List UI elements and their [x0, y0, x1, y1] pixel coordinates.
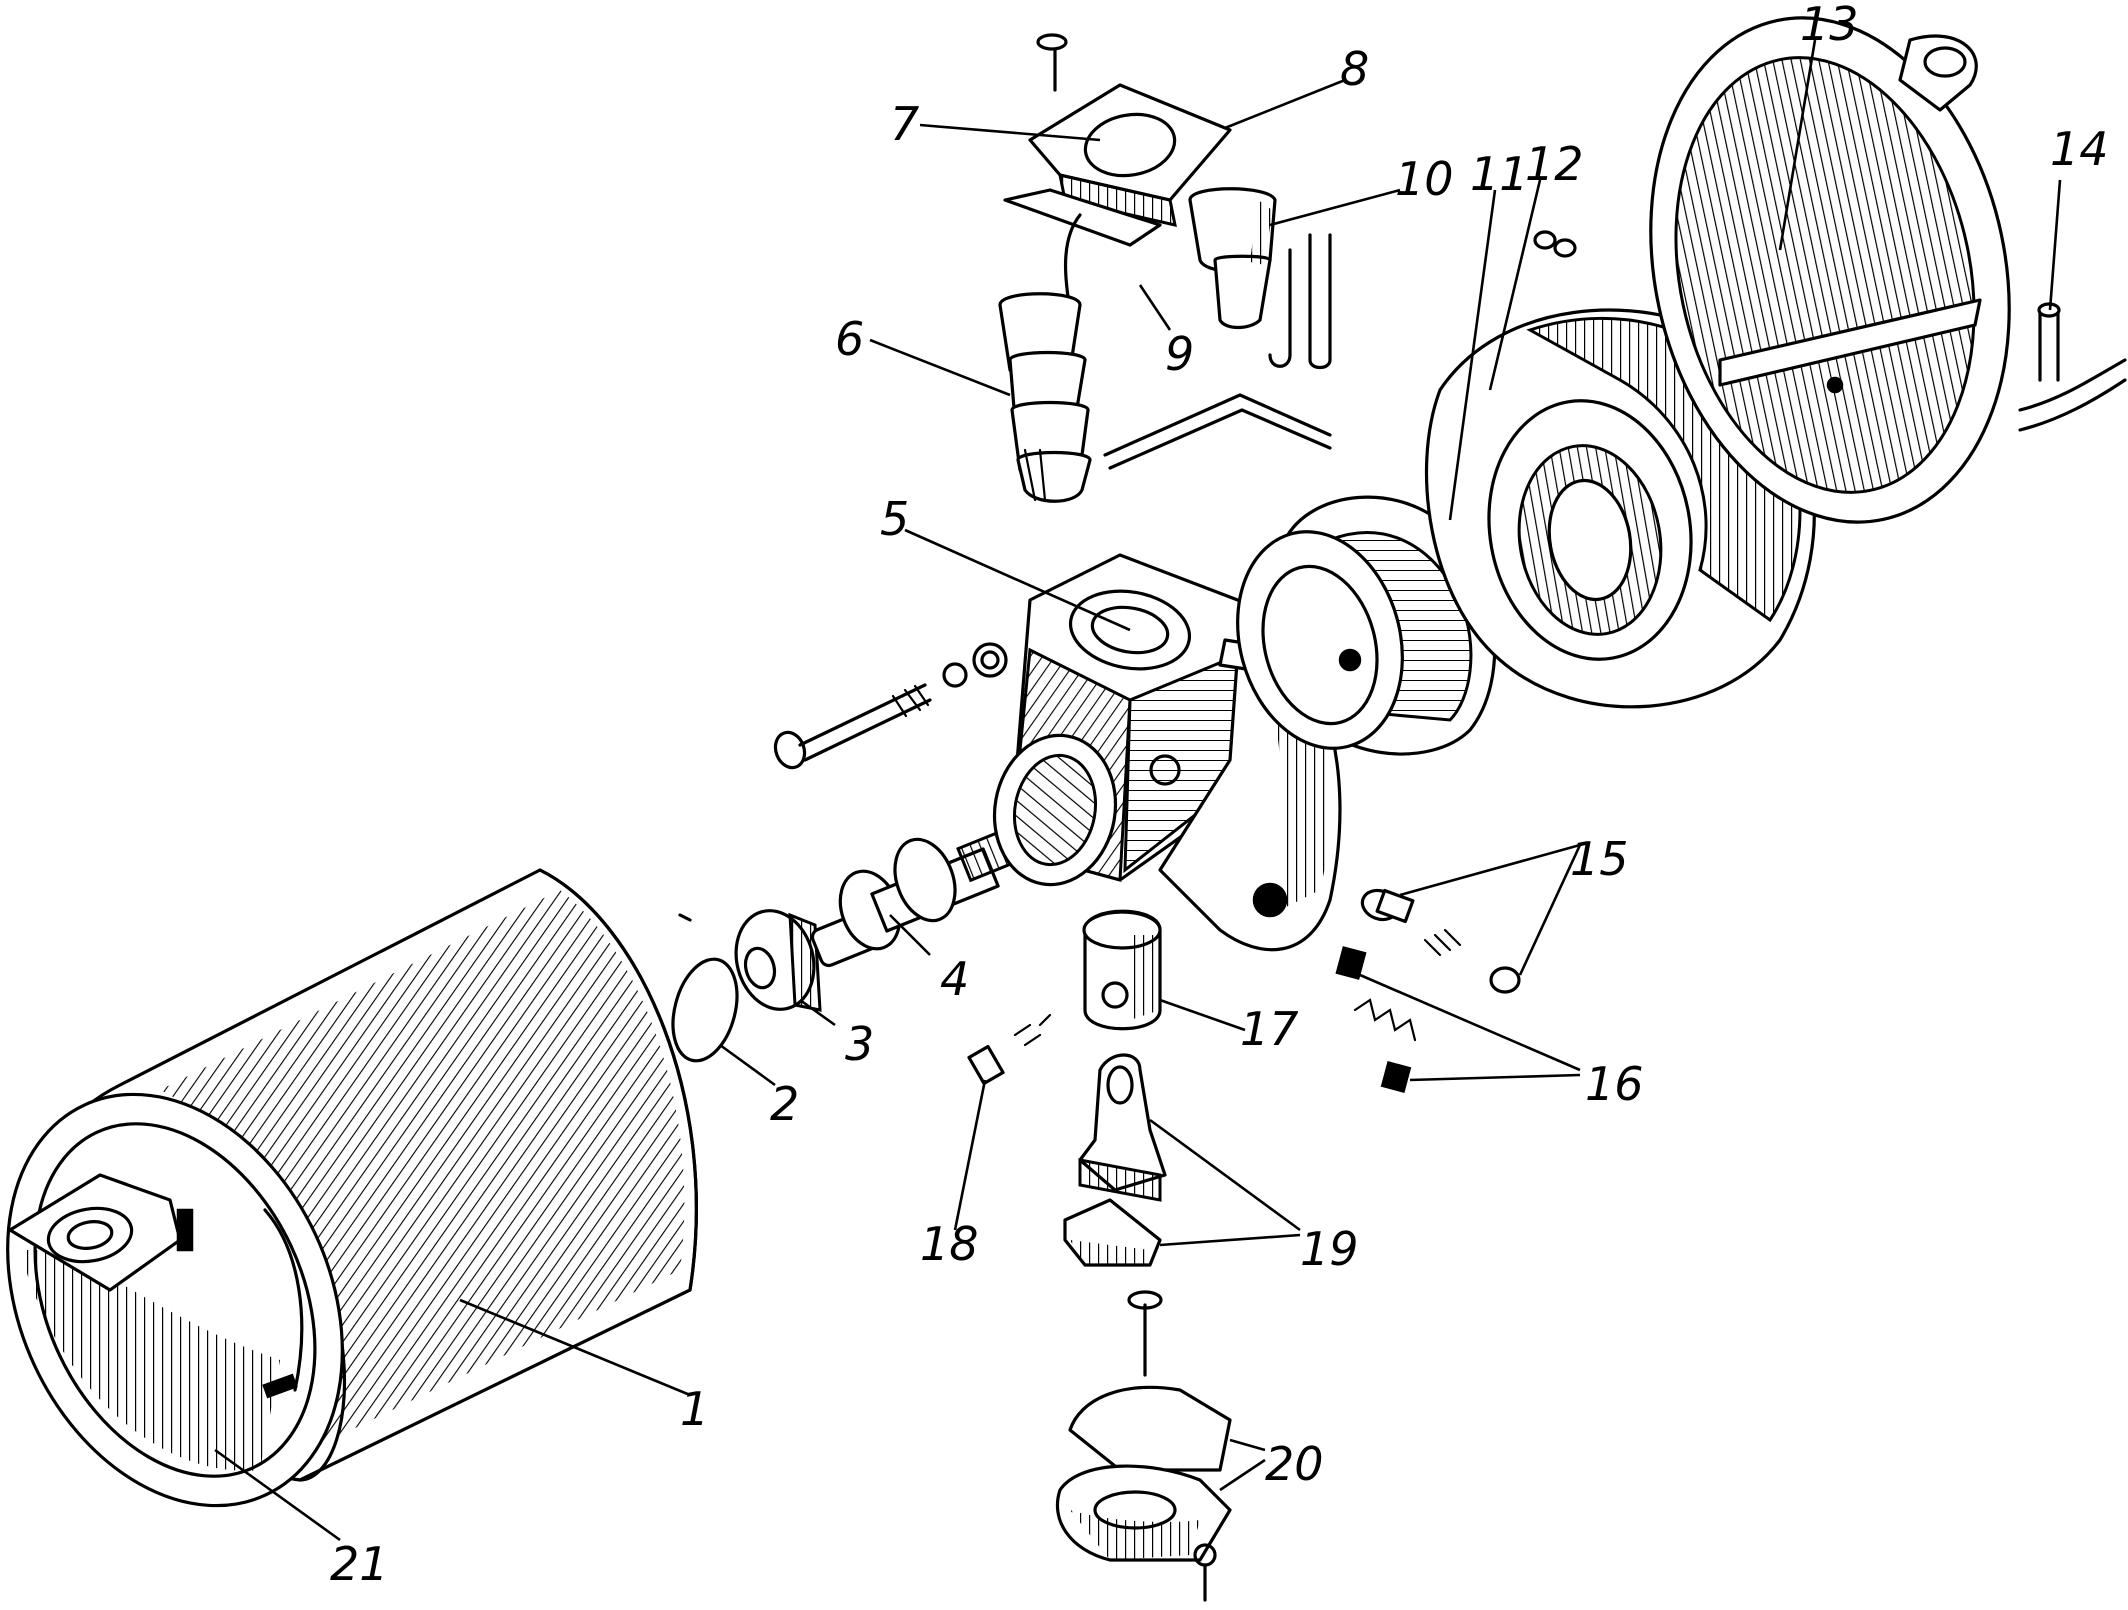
- leader-1: [459, 1298, 691, 1397]
- leader-8: [1224, 78, 1346, 130]
- callout-13: 13: [1800, 0, 1859, 51]
- callout-17: 17: [1240, 1002, 1299, 1056]
- leader-7: [919, 123, 1101, 142]
- callout-19: 19: [1300, 1222, 1359, 1276]
- callout-3: 3: [845, 1017, 874, 1071]
- callout-14: 14: [2050, 122, 2109, 176]
- snap-ring-part: [671, 913, 739, 1063]
- spring-pin-part: [967, 1013, 1052, 1086]
- leader-16a: [1359, 973, 1581, 1072]
- key-rod-part: [1103, 393, 1332, 470]
- leader-13: [1778, 39, 1817, 251]
- plunger-part: [1082, 909, 1162, 1031]
- small-screw-part: [1360, 888, 1521, 994]
- leader-20b: [1219, 1458, 1266, 1492]
- terminal-block-part: [1003, 33, 1232, 247]
- leader-19a: [1149, 1118, 1301, 1232]
- leader-19b: [1159, 1233, 1301, 1247]
- callout-16: 16: [1585, 1057, 1644, 1111]
- contact-piece-part: [1063, 1053, 1167, 1267]
- leader-15a: [1399, 843, 1581, 897]
- leader-6: [869, 338, 1011, 397]
- insulator-cap-right: [1188, 187, 1332, 370]
- leader-11: [1448, 189, 1497, 521]
- leader-9: [1138, 284, 1172, 331]
- nut-part: [734, 909, 822, 1012]
- leader-18: [953, 1079, 987, 1231]
- callout-21: 21: [330, 1537, 389, 1591]
- callout-5: 5: [880, 492, 909, 546]
- spring-part: [1335, 946, 1417, 1093]
- callout-4: 4: [940, 952, 969, 1006]
- leader-20a: [1229, 1438, 1266, 1452]
- terminal-clip-part: [1055, 1290, 1232, 1602]
- leader-16b: [1409, 1073, 1581, 1082]
- insulator-cap-left: [998, 213, 1092, 503]
- callout-9: 9: [1165, 327, 1194, 381]
- callout-18: 18: [920, 1217, 979, 1271]
- leader-4: [889, 914, 931, 956]
- cable-part: [2018, 302, 2127, 432]
- callout-8: 8: [1340, 42, 1369, 96]
- leader-14: [2048, 179, 2062, 311]
- callout-labels: 1 2 3 4 5 6 7 8 9 10 11 12 13 14 15 16 1…: [330, 0, 2109, 1591]
- leader-17: [1159, 998, 1246, 1032]
- long-bolt-part: [773, 642, 1008, 770]
- callout-6: 6: [835, 312, 864, 366]
- leader-3: [799, 998, 836, 1027]
- callout-10: 10: [1395, 152, 1454, 206]
- leader-10: [1269, 188, 1401, 227]
- leader-12: [1488, 179, 1542, 391]
- callout-1: 1: [680, 1382, 709, 1436]
- leader-lines: [214, 39, 2062, 1542]
- callout-12: 12: [1525, 137, 1584, 191]
- leader-2: [719, 1043, 776, 1087]
- leader-5: [904, 528, 1131, 632]
- end-cover-part: [1649, 16, 2011, 524]
- callout-11: 11: [1470, 147, 1529, 201]
- callout-7: 7: [890, 97, 919, 151]
- housing-part: [6, 868, 698, 1508]
- leader-21: [214, 1448, 341, 1542]
- callout-2: 2: [770, 1077, 799, 1131]
- leader-15b: [1518, 844, 1582, 976]
- callout-20: 20: [1265, 1437, 1324, 1491]
- callout-15: 15: [1570, 832, 1629, 886]
